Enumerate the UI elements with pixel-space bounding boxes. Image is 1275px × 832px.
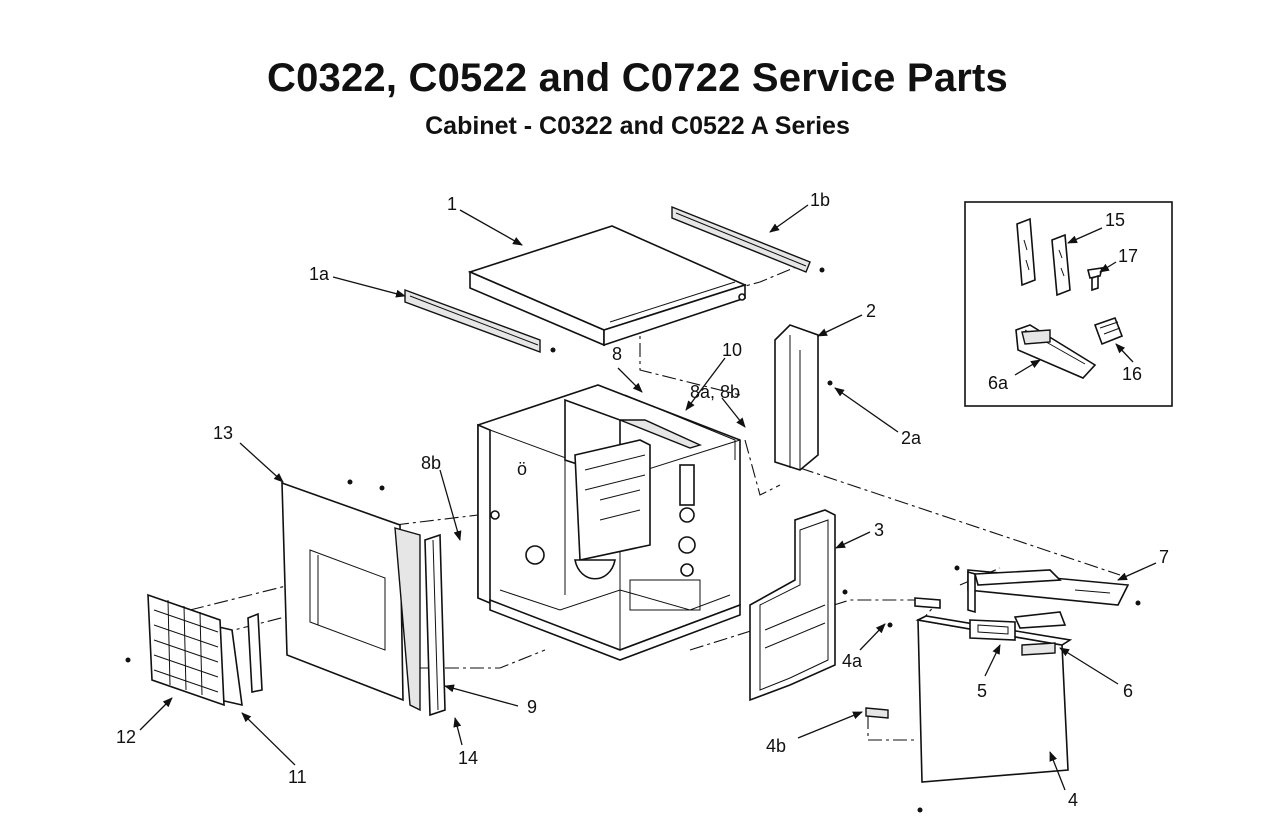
callout-12: 12: [116, 727, 136, 747]
callout-6: 6: [1123, 681, 1133, 701]
callout-4a: 4a: [842, 651, 863, 671]
part-6-door-latch: [1013, 611, 1067, 656]
callout-11: 11: [288, 767, 307, 787]
callout-10: 10: [722, 340, 742, 360]
cabinet-frame: ö: [477, 384, 741, 661]
part-1b-rear-trim: [671, 205, 825, 273]
callout-4b: 4b: [766, 736, 786, 756]
callout-13: 13: [213, 423, 233, 443]
callout-16: 16: [1122, 364, 1142, 384]
part-1-top-panel: [467, 225, 748, 347]
callout-4: 4: [1068, 790, 1078, 810]
callout-15: 15: [1105, 210, 1125, 230]
part-17-screw: [1087, 267, 1104, 292]
part-5-door-handle: [969, 619, 1016, 641]
callout-9: 9: [527, 697, 537, 717]
callout-labels: 1 1a 1b 2 2a 3 4 4a 4b 5 6 6a 7 8 8a, 8b…: [116, 190, 1169, 810]
svg-text:ö: ö: [517, 459, 527, 479]
callout-1a: 1a: [309, 264, 330, 284]
callout-2a: 2a: [901, 428, 922, 448]
callout-8b: 8b: [421, 453, 441, 473]
page-subtitle: Cabinet - C0322 and C0522 A Series: [425, 112, 850, 140]
part-16-fitting: [1093, 316, 1124, 346]
part-6a-latch-housing: [1015, 324, 1097, 379]
callout-1b: 1b: [810, 190, 830, 210]
callout-8: 8: [612, 344, 622, 364]
callout-6a: 6a: [988, 373, 1009, 393]
callout-3: 3: [874, 520, 884, 540]
callout-7: 7: [1159, 547, 1169, 567]
callout-8a-8b: 8a, 8b: [690, 382, 740, 402]
part-7-door-frame: [954, 565, 1141, 614]
callout-5: 5: [977, 681, 987, 701]
part-2-corner-post: [774, 324, 833, 471]
part-4b-hinge: [865, 707, 889, 719]
part-9-front-channel: [394, 527, 446, 717]
part-3-right-side-panel: [749, 509, 848, 702]
callout-14: 14: [458, 748, 478, 768]
callout-2: 2: [866, 301, 876, 321]
part-4a-door-pin: [914, 597, 941, 609]
part-12-grille: [125, 593, 225, 707]
callout-1: 1: [447, 194, 457, 214]
callout-17: 17: [1118, 246, 1138, 266]
part-13-left-side-panel: [281, 479, 404, 702]
part-15-brackets: [1016, 217, 1071, 297]
page-title: C0322, C0522 and C0722 Service Parts: [266, 56, 1008, 100]
leader-lines: [139, 204, 1157, 791]
part-1a-front-trim: [404, 288, 556, 354]
